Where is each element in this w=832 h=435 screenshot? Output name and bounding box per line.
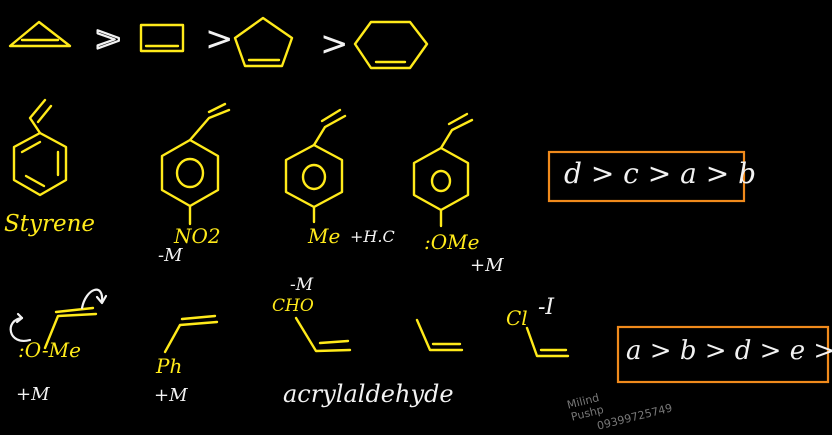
ome-effect-label: +M [470, 255, 504, 276]
gt-sign-2: > [205, 19, 234, 59]
answer-box-2 [616, 325, 830, 384]
methylstyrene-drawing [284, 108, 347, 224]
answer-box-1 [547, 150, 746, 203]
answer-order-1: d > c > a > b [564, 157, 757, 190]
nitrostyrene-drawing [160, 102, 231, 226]
hyperconjugation-label: +H.C [350, 227, 395, 246]
gt-sign-1: > [94, 19, 123, 59]
styrene-drawing [12, 98, 68, 197]
vinylbenzene-drawing [163, 314, 219, 354]
cyclohexene-drawing [353, 20, 429, 70]
me-label: Me [308, 224, 341, 248]
ome2-label: :O-Me [18, 338, 81, 362]
styrene-label: Styrene [4, 211, 96, 237]
cl-effect-label: -I [538, 295, 555, 320]
cho-label: CHO [272, 296, 314, 316]
answer-order-2: a > b > d > e > c [626, 336, 832, 366]
ph-label: Ph [156, 354, 183, 378]
ome-label: :OMe [424, 230, 480, 254]
propene-drawing [415, 318, 464, 352]
cl-label: Cl [506, 306, 528, 330]
acrylaldehyde-label: acrylaldehyde [283, 380, 454, 408]
vinyl-chloride-drawing [525, 326, 570, 358]
ome2-effect-label: +M [16, 384, 50, 405]
cyclopentene-drawing [233, 16, 294, 68]
cyclopropene-drawing [8, 20, 72, 48]
ph-effect-label: +M [154, 385, 188, 406]
no2-effect-label: -M [158, 245, 183, 266]
acrylaldehyde-drawing [294, 316, 352, 353]
methoxystyrene-drawing [412, 112, 474, 228]
cho-effect-label: -M [290, 275, 314, 295]
no2-label: NO2 [174, 224, 221, 248]
cyclobutene-drawing [139, 23, 185, 53]
vinyl-ether-drawing [9, 288, 108, 350]
gt-sign-3: > [320, 24, 349, 64]
